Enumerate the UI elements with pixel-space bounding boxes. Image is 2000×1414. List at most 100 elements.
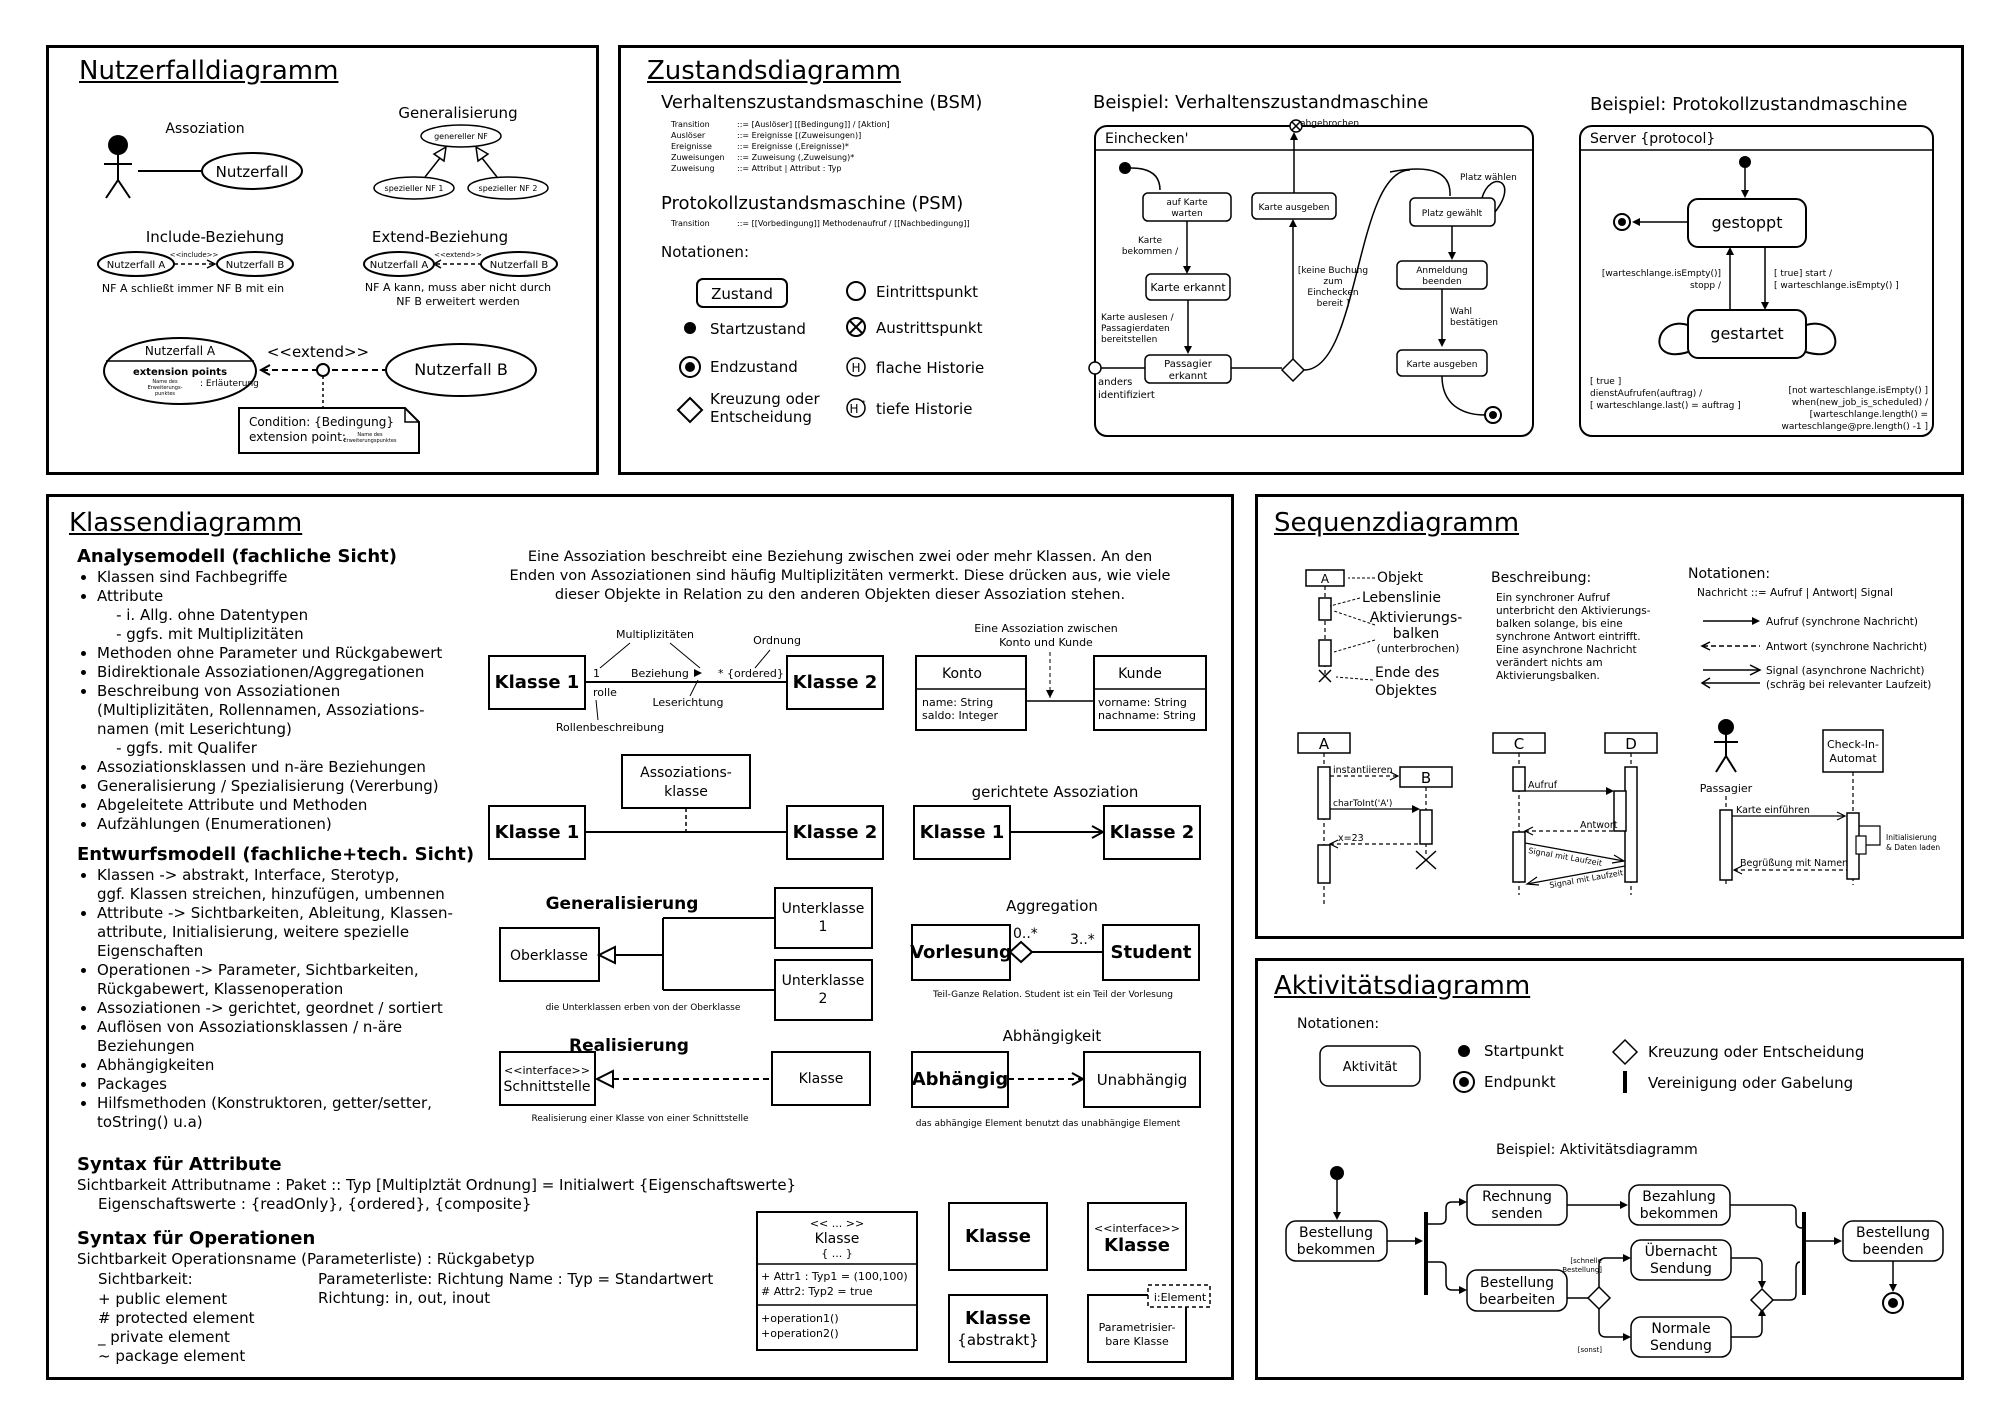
svg-text:Sendung: Sendung	[1650, 1338, 1712, 1354]
svg-text:Name des: Name des	[152, 379, 178, 385]
svg-text:zum: zum	[1323, 277, 1342, 287]
svg-text:& Daten laden: & Daten laden	[1886, 843, 1940, 852]
svg-text:gestartet: gestartet	[1710, 324, 1783, 343]
svg-text:Klasse: Klasse	[1104, 1235, 1170, 1256]
svg-text:Abhängig: Abhängig	[912, 1069, 1009, 1090]
svg-text:Klasse: Klasse	[799, 1071, 844, 1087]
svg-text:* {ordered}: * {ordered}	[718, 667, 784, 680]
klassen-title: Klassendiagramm	[69, 508, 303, 538]
svg-text:flache Historie: flache Historie	[876, 359, 984, 377]
bsm-title: Verhaltenszustandsmaschine (BSM)	[661, 92, 983, 113]
svg-text:Startzustand: Startzustand	[710, 320, 806, 338]
svg-text:Passagier: Passagier	[1164, 359, 1213, 370]
svg-text:Normale: Normale	[1651, 1321, 1710, 1337]
svg-text:<<interface>>: <<interface>>	[504, 1064, 590, 1077]
svg-text:Platz gewählt: Platz gewählt	[1422, 209, 1483, 219]
svg-text:Nutzerfall B: Nutzerfall B	[414, 360, 508, 379]
aktiv-notationen: Notationen:	[1297, 1016, 1380, 1032]
svg-text:Klasse 2: Klasse 2	[793, 822, 878, 843]
svg-text:Vorlesung: Vorlesung	[910, 942, 1012, 963]
bsm-row: Ereignisse::= Ereignisse (,Ereignisse)*	[671, 142, 849, 151]
svg-text:NF A schließt immer NF B mit e: NF A schließt immer NF B mit ein	[102, 282, 284, 295]
svg-text:warteschlange@pre.length() -1: warteschlange@pre.length() -1 ]	[1782, 422, 1928, 432]
svg-text:<<extend>>: <<extend>>	[434, 251, 482, 259]
svg-text:Karte ausgeben: Karte ausgeben	[1407, 360, 1478, 370]
svg-text:genereller NF: genereller NF	[434, 132, 488, 141]
svg-text:Bezahlung: Bezahlung	[1642, 1189, 1716, 1205]
svg-text:Klasse 1: Klasse 1	[920, 822, 1005, 843]
aktiv-title: Aktivitätsdiagramm	[1274, 971, 1531, 1001]
svg-text:nachname: String: nachname: String	[1098, 709, 1196, 722]
svg-text:A: A	[1319, 735, 1330, 753]
svg-text:[ warteschlange.last() = auftr: [ warteschlange.last() = auftrag ]	[1590, 401, 1741, 411]
analyse-list-item: Klassen sind Fachbegriffe	[97, 568, 442, 587]
svg-text:Einchecken: Einchecken	[1307, 288, 1358, 298]
svg-text:Eintrittspunkt: Eintrittspunkt	[876, 283, 978, 301]
svg-text:beenden: beenden	[1422, 277, 1461, 287]
svg-text:klasse: klasse	[664, 784, 708, 800]
analyse-list-item: Beschreibung von Assoziationen (Multipli…	[97, 682, 442, 758]
svg-text:Endpunkt: Endpunkt	[1484, 1073, 1556, 1091]
svg-text:Nutzerfall A: Nutzerfall A	[145, 344, 216, 358]
svg-text:Begrüßung mit Namen: Begrüßung mit Namen	[1740, 858, 1848, 869]
svg-text:Objekt: Objekt	[1377, 570, 1424, 586]
svg-text:Signal (asynchrone Nachricht): Signal (asynchrone Nachricht)	[1766, 665, 1924, 677]
svg-text:<< ... >>: << ... >>	[810, 1217, 864, 1230]
svg-text:Anmeldung: Anmeldung	[1416, 266, 1468, 276]
svg-text:Nutzerfall B: Nutzerfall B	[490, 260, 549, 271]
svg-text:Unabhängig: Unabhängig	[1097, 1071, 1188, 1089]
svg-text:H: H	[851, 361, 860, 375]
svg-text:1: 1	[819, 919, 828, 935]
sichtbarkeit-label: Sichtbarkeit:	[98, 1270, 193, 1288]
entwurf-list-item: Packages	[97, 1075, 453, 1094]
svg-text:{ ... }: { ... }	[821, 1247, 852, 1260]
svg-text:Nutzerfall A: Nutzerfall A	[370, 260, 429, 271]
svg-text:Austrittspunkt: Austrittspunkt	[876, 319, 983, 337]
svg-text:x=23: x=23	[1338, 833, 1364, 844]
svg-text:Antwort (synchrone Nachricht): Antwort (synchrone Nachricht)	[1766, 641, 1927, 653]
syntax-op-title: Syntax für Operationen	[77, 1228, 316, 1249]
seq-nachricht: Nachricht ::= Aufruf | Antwort| Signal	[1697, 587, 1893, 599]
svg-text:1: 1	[593, 667, 600, 680]
svg-text:abgebrochen: abgebrochen	[1300, 119, 1359, 129]
svg-text:Klasse 1: Klasse 1	[495, 672, 580, 693]
aktiv-beispiel: Beispiel: Aktivitätsdiagramm	[1496, 1142, 1698, 1158]
svg-text:die Unterklassen erben von der: die Unterklassen erben von der Oberklass…	[546, 1003, 741, 1013]
visibility-item: _ private element	[98, 1328, 230, 1346]
svg-text:Passagier: Passagier	[1700, 782, 1753, 795]
svg-text:[not warteschlange.isEmpty() ]: [not warteschlange.isEmpty() ]	[1788, 386, 1928, 396]
param-1: Parameterliste: Richtung Name : Typ = St…	[318, 1270, 714, 1288]
svg-text:Übernacht: Übernacht	[1645, 1242, 1718, 1260]
svg-text:bekommen /: bekommen /	[1122, 247, 1179, 257]
svg-text:rolle: rolle	[593, 686, 617, 699]
svg-text:Klasse 2: Klasse 2	[1110, 822, 1195, 843]
actor-head	[108, 135, 128, 155]
svg-text:Klasse: Klasse	[965, 1308, 1031, 1329]
analyse-list: Klassen sind FachbegriffeAttribute - i. …	[77, 568, 442, 834]
svg-text:Kreuzung oder Entscheidung: Kreuzung oder Entscheidung	[1648, 1043, 1864, 1061]
svg-text:spezieller NF 1: spezieller NF 1	[385, 184, 444, 193]
svg-text:charToInt('A'): charToInt('A')	[1333, 799, 1392, 809]
svg-text:Aktivierungs-: Aktivierungs-	[1370, 610, 1463, 626]
seq-desc: Ein synchroner Aufruf unterbricht den Ak…	[1496, 592, 1651, 682]
svg-text:Eine Assoziation zwischen: Eine Assoziation zwischen	[974, 622, 1117, 635]
svg-text:balken: balken	[1393, 626, 1439, 642]
aktiv-panel	[1255, 958, 1964, 1380]
svg-text:Vereinigung oder Gabelung: Vereinigung oder Gabelung	[1648, 1074, 1853, 1092]
svg-text:[warteschlange.length() =: [warteschlange.length() =	[1810, 410, 1928, 420]
svg-text:das abhängige Element benutzt: das abhängige Element benutzt das unabhä…	[916, 1119, 1181, 1129]
svg-text:<<extend>>: <<extend>>	[267, 343, 369, 361]
bsm-row: Zuweisungen::= Zuweisung (,Zuweisung)*	[671, 153, 855, 162]
syntax-attr-1: Sichtbarkeit Attributname : Paket :: Typ…	[77, 1176, 797, 1194]
svg-text:Ordnung: Ordnung	[753, 634, 801, 647]
svg-text:(schräg bei relevanter Laufzei: (schräg bei relevanter Laufzeit)	[1766, 679, 1931, 691]
svg-text:Oberklasse: Oberklasse	[510, 948, 588, 964]
svg-text:Name des: Name des	[357, 432, 383, 438]
svg-text:beenden: beenden	[1862, 1242, 1923, 1258]
svg-text:2: 2	[819, 991, 828, 1007]
svg-text:[warteschlange.isEmpty()]: [warteschlange.isEmpty()]	[1602, 269, 1721, 279]
svg-text:Aggregation: Aggregation	[1006, 897, 1098, 915]
entwurf-list-item: Hilfsmethoden (Konstruktoren, getter/set…	[97, 1094, 453, 1132]
